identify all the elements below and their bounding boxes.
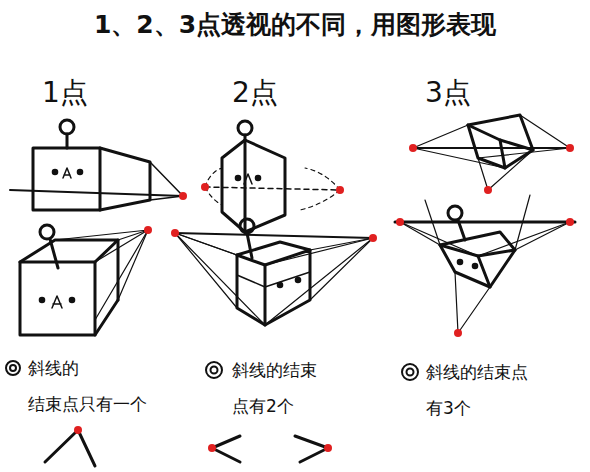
one-point-box-top: [10, 120, 187, 210]
two-point-box-top: [201, 121, 344, 232]
page-title: 1、2、3点透视的不同，用图形表现: [0, 8, 590, 41]
perspective-label: 1点: [42, 74, 88, 112]
one-point-box-bottom: [20, 225, 152, 335]
two-point-box-bottom: [171, 219, 377, 325]
three-point-box-bottom: [395, 195, 575, 337]
line-end-example: [45, 426, 332, 466]
explanation-note: 斜线的结束点 有3个: [426, 354, 576, 426]
explanation-note: 斜线的 结束点只有一个: [28, 350, 198, 422]
perspective-label: 2点: [232, 74, 278, 112]
perspective-label: 3点: [425, 74, 471, 112]
three-point-box-top: [409, 115, 574, 194]
explanation-note: 斜线的结束 点有2个: [232, 352, 382, 424]
